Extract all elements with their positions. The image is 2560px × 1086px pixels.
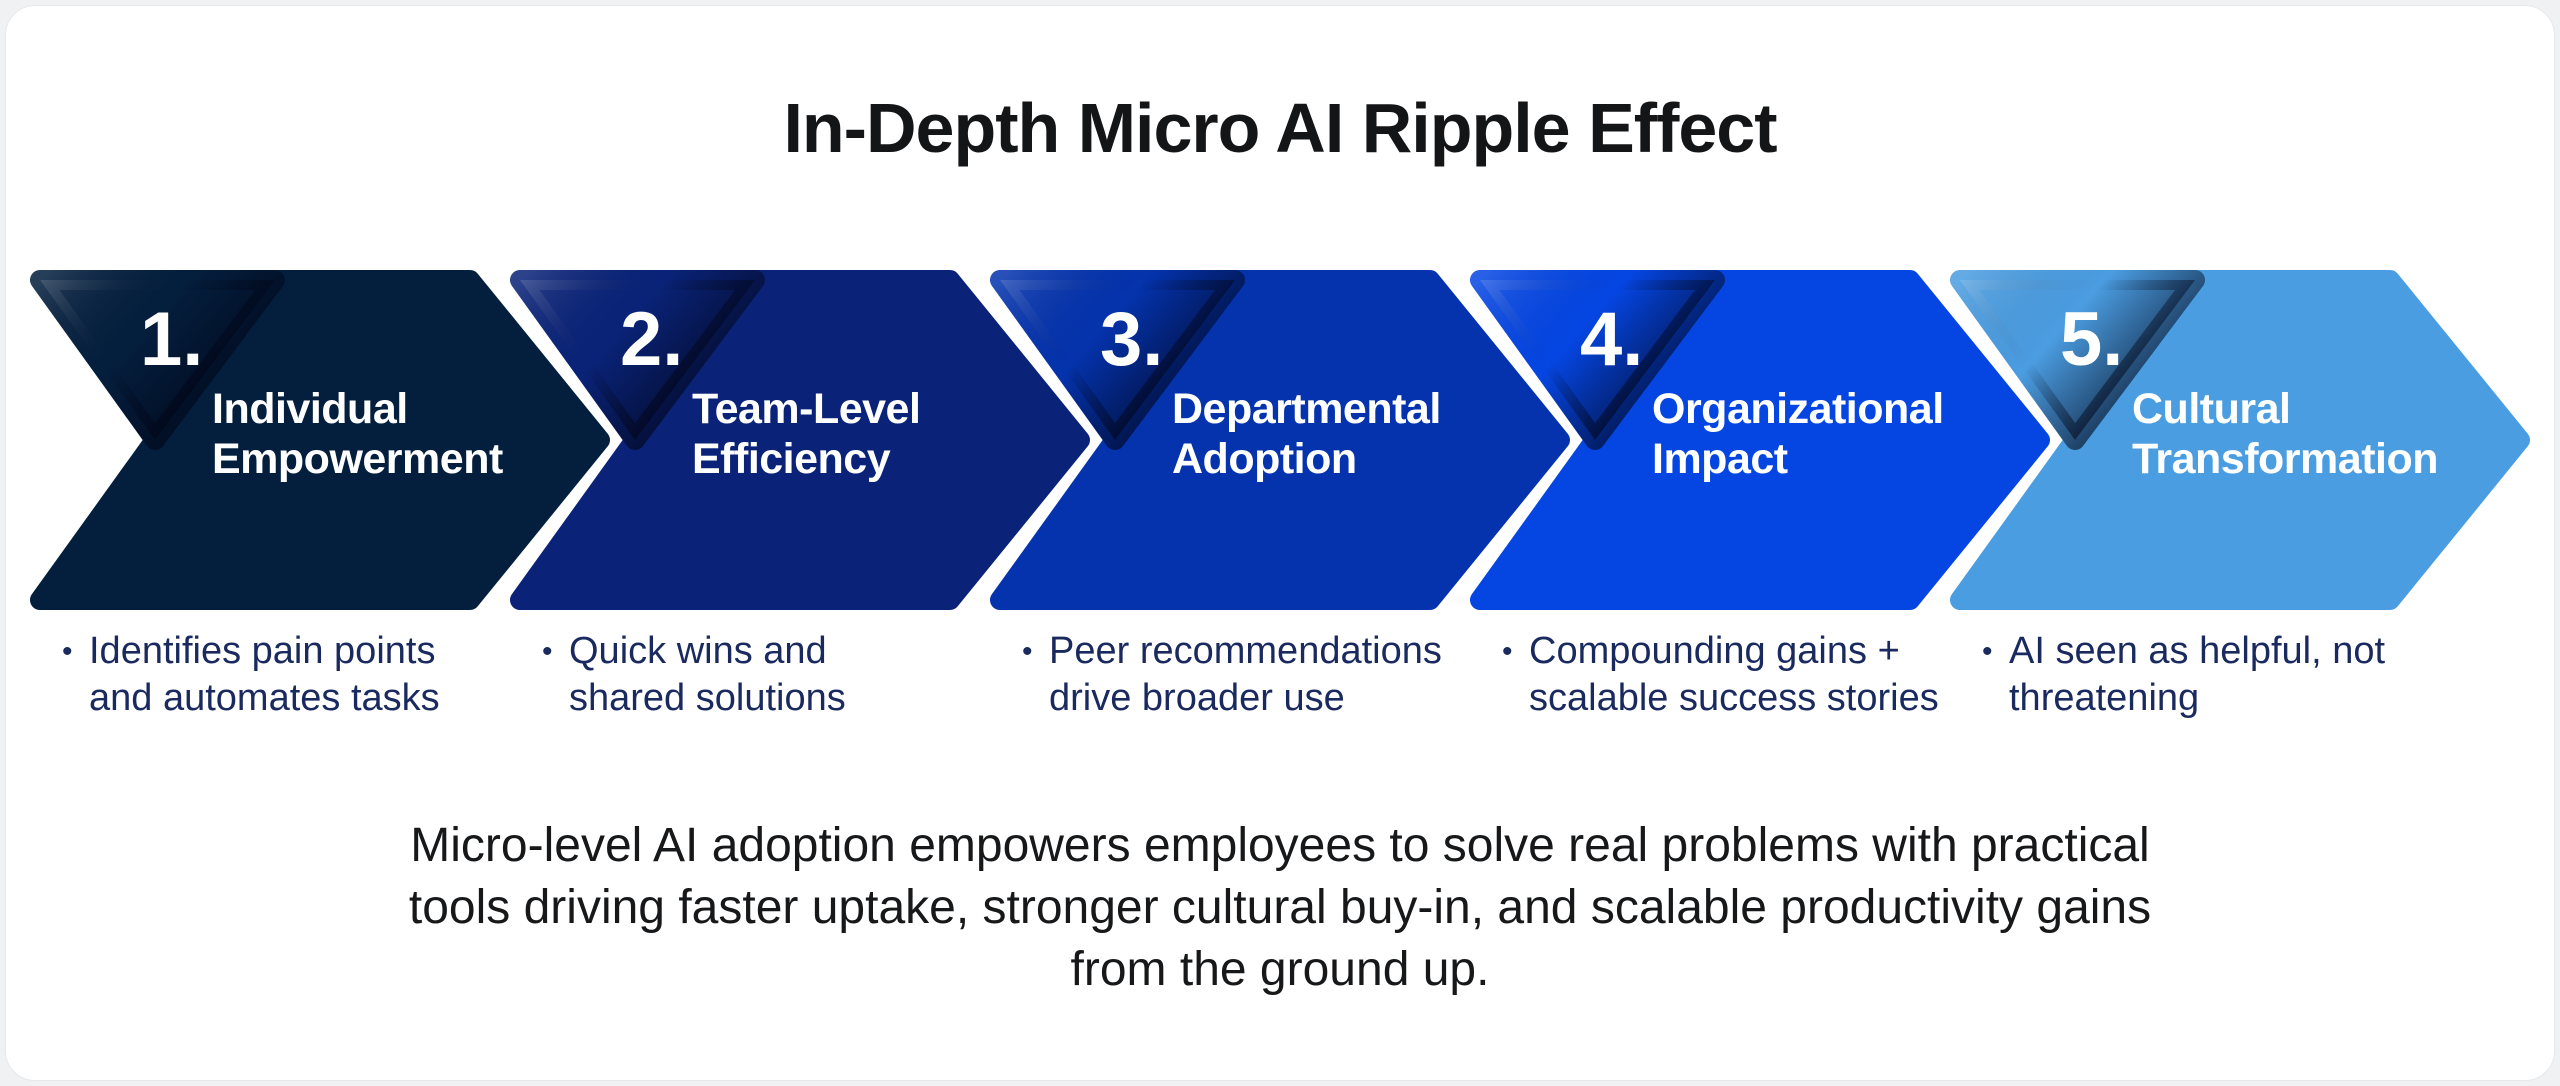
step-number: 4. bbox=[1580, 297, 1643, 382]
bullet-line: shared solutions bbox=[569, 677, 846, 719]
bullet-line: AI seen as helpful, not bbox=[2009, 630, 2386, 672]
chevron-process-band: 1. Individual Empowerment 2. Team-Level … bbox=[0, 270, 2560, 610]
summary-line: tools driving faster uptake, stronger cu… bbox=[408, 881, 2152, 934]
bullet-text: AI seen as helpful, not threatening bbox=[2009, 628, 2385, 722]
page-title: In-Depth Micro AI Ripple Effect bbox=[783, 89, 1777, 167]
fold-shadow bbox=[990, 270, 1245, 450]
step-number: 2. bbox=[620, 297, 683, 382]
step-number: 1. bbox=[140, 297, 203, 382]
chevron-step-1: 1. Individual Empowerment bbox=[30, 270, 610, 610]
step-title: Departmental Adoption bbox=[1172, 385, 1452, 483]
bullet-text: Peer recommendations drive broader use bbox=[1049, 628, 1442, 722]
chevron-step-4: 4. Organizational Impact bbox=[1470, 270, 2050, 610]
bullet-line: Compounding gains + bbox=[1529, 630, 1900, 672]
bullet-item-1: • Identifies pain points and automates t… bbox=[62, 628, 522, 722]
bullet-line: drive broader use bbox=[1049, 677, 1345, 719]
chevron-step-5: 5. Cultural Transformation bbox=[1950, 270, 2530, 610]
fold-shadow bbox=[510, 270, 765, 450]
bullet-text: Compounding gains + scalable success sto… bbox=[1529, 628, 1939, 722]
bullet-dot: • bbox=[1502, 635, 1513, 668]
step-title: Organizational Impact bbox=[1652, 385, 1955, 483]
bullet-line: Identifies pain points bbox=[89, 630, 436, 672]
summary-line: Micro-level AI adoption empowers employe… bbox=[410, 819, 2150, 872]
chevron-step-2: 2. Team-Level Efficiency bbox=[510, 270, 1090, 610]
summary-text: Micro-level AI adoption empowers employe… bbox=[0, 815, 2560, 1001]
chevron-step-3: 3. Departmental Adoption bbox=[990, 270, 1570, 610]
bullet-item-5: • AI seen as helpful, not threatening bbox=[1982, 628, 2442, 722]
bullet-dot: • bbox=[62, 635, 73, 668]
bullet-line: and automates tasks bbox=[89, 677, 440, 719]
fold-shadow bbox=[1950, 270, 2205, 450]
bullet-line: Quick wins and bbox=[569, 630, 827, 672]
bullet-line: threatening bbox=[2009, 677, 2200, 719]
bullet-line: scalable success stories bbox=[1529, 677, 1939, 719]
bullet-item-3: • Peer recommendations drive broader use bbox=[1022, 628, 1482, 722]
fold-shadow bbox=[1470, 270, 1725, 450]
bullet-dot: • bbox=[1022, 635, 1033, 668]
chevron-band-svg: 1. Individual Empowerment 2. Team-Level … bbox=[30, 270, 2530, 610]
bullet-item-4: • Compounding gains + scalable success s… bbox=[1502, 628, 1962, 722]
step-title: Team-Level Efficiency bbox=[692, 385, 932, 483]
fold-shadow bbox=[30, 270, 285, 450]
bullet-dot: • bbox=[1982, 635, 1993, 668]
bullet-dot: • bbox=[542, 635, 553, 668]
summary-line: from the ground up. bbox=[1070, 943, 1490, 996]
step-title: Cultural Transformation bbox=[2132, 385, 2438, 483]
bullet-text: Quick wins and shared solutions bbox=[569, 628, 846, 722]
step-number: 5. bbox=[2060, 297, 2123, 382]
step-title: Individual Empowerment bbox=[212, 385, 503, 483]
bullet-item-2: • Quick wins and shared solutions bbox=[542, 628, 1002, 722]
step-number: 3. bbox=[1100, 297, 1163, 382]
bullet-text: Identifies pain points and automates tas… bbox=[89, 628, 440, 722]
bullet-line: Peer recommendations bbox=[1049, 630, 1442, 672]
